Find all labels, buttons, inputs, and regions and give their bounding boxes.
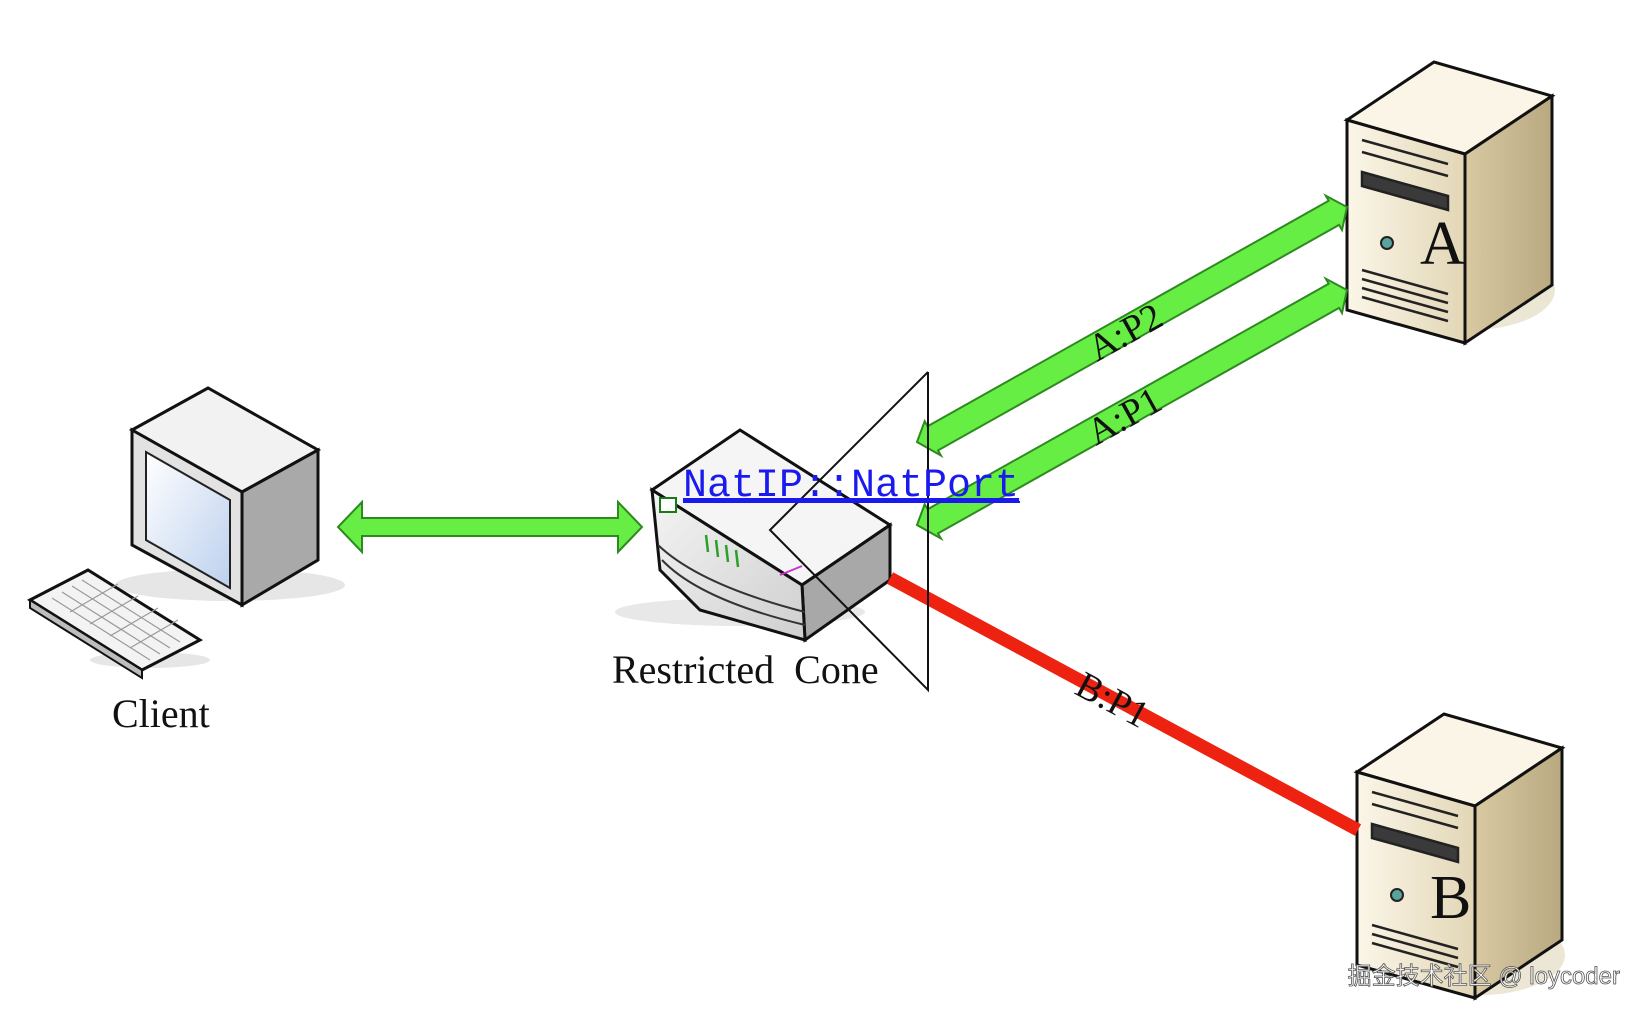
b-p1-label: B:P1: [1069, 664, 1156, 737]
a-p1-link-arrow: [915, 276, 1349, 542]
server-a-icon: [1343, 60, 1556, 346]
server-a-label: A: [1420, 210, 1465, 278]
client-label: Client: [112, 691, 210, 736]
nat-router-icon: [615, 428, 893, 643]
client-computer-icon: [26, 386, 345, 680]
client-nat-link-arrow: [336, 499, 644, 555]
a-p2-link-arrow: [915, 193, 1349, 459]
nat-cone-shape: [768, 371, 929, 693]
b-p1-link-line: [886, 572, 1362, 836]
watermark-text: 掘金技术社区 @ loycoder: [1348, 963, 1620, 990]
server-b-icon: [1353, 712, 1566, 1001]
server-b-label: B: [1430, 864, 1471, 932]
nat-label: Restricted Cone: [612, 647, 879, 692]
